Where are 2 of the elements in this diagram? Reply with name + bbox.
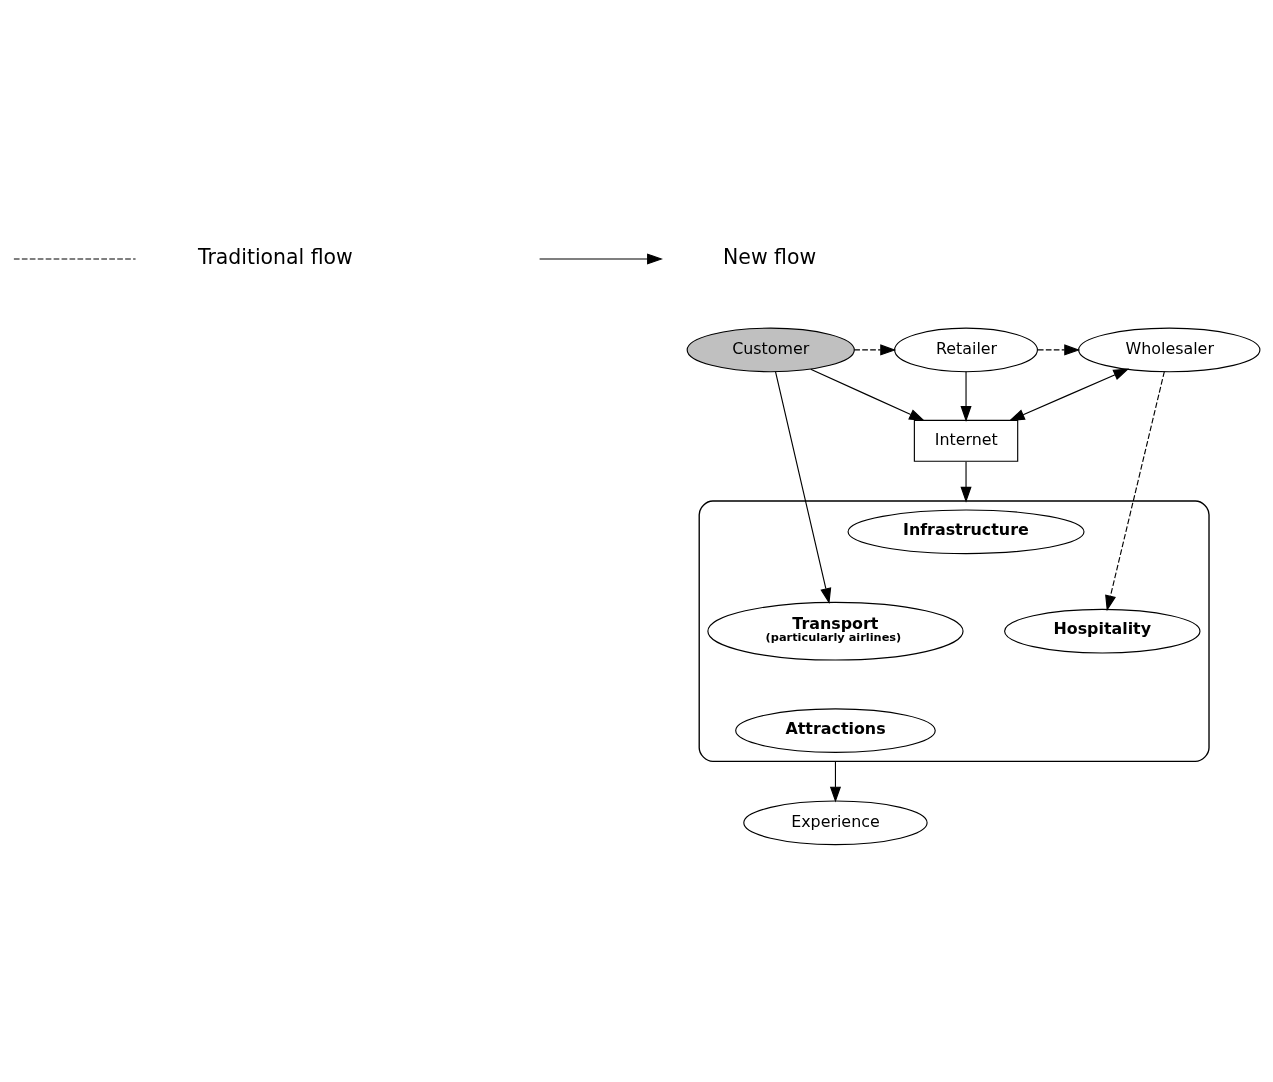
legend-label: New flow — [723, 244, 817, 269]
legend-label: Traditional flow — [197, 244, 353, 269]
